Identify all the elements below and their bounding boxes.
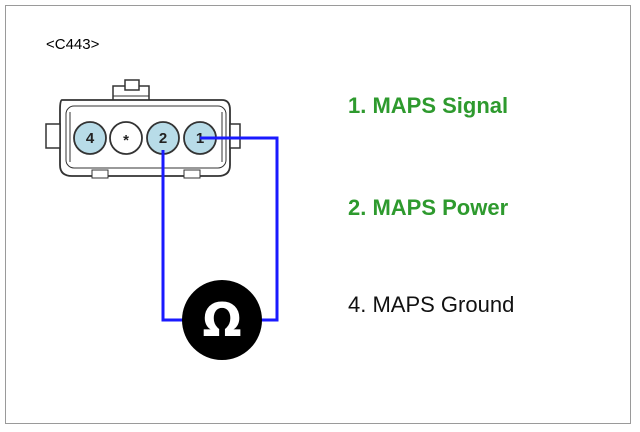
legend-item-power: 2. MAPS Power: [348, 195, 509, 220]
connector-body: [45, 99, 241, 179]
legend-item-ground: 4. MAPS Ground: [348, 292, 515, 317]
pin-blank: *: [109, 121, 143, 155]
pin-blank-label: *: [123, 132, 129, 149]
legend-item-signal: 1. MAPS Signal: [348, 93, 509, 118]
connector-label: <C443>: [46, 36, 100, 53]
pin-4-label: 4: [86, 130, 95, 147]
wire-pin-2: [161, 150, 185, 322]
test-wires: [161, 136, 279, 322]
ohm-symbol: Ω: [202, 293, 241, 347]
pin-4: 4: [73, 121, 107, 155]
diagram-frame: [5, 5, 631, 424]
pin-2-label: 2: [159, 130, 167, 147]
pin-2: 2: [146, 121, 180, 155]
connector-latch: [112, 79, 150, 103]
ohm-meter-icon: Ω: [182, 280, 262, 360]
wire-pin-1: [200, 136, 279, 322]
